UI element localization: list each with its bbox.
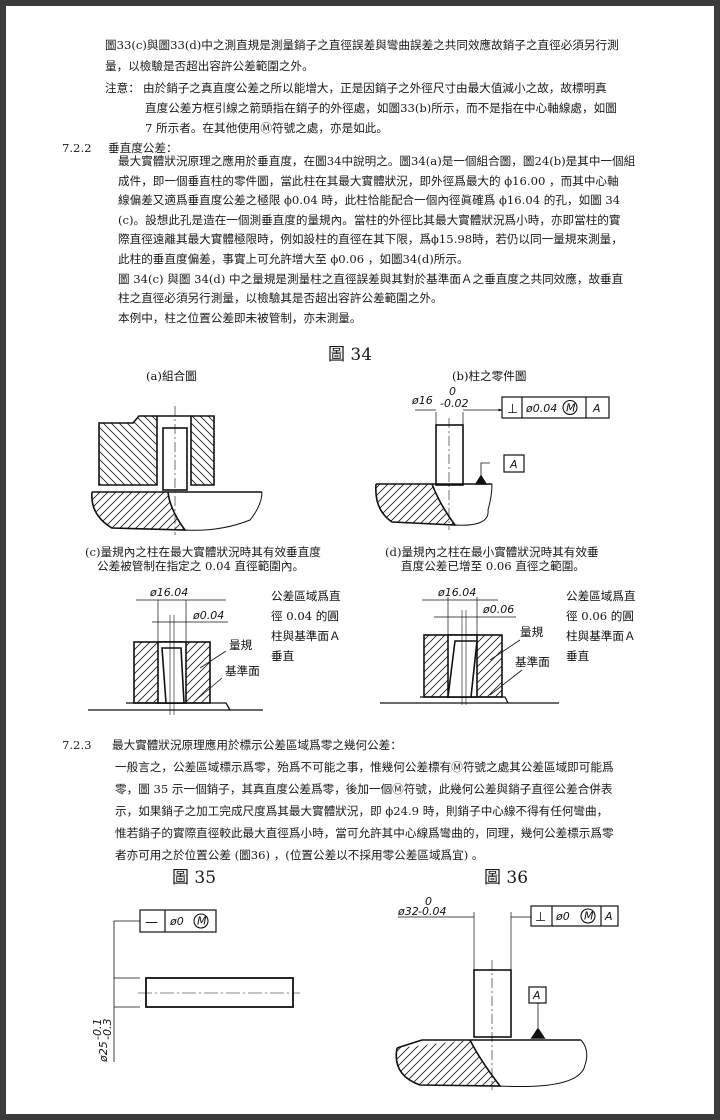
figure-35-title: 圖 35: [172, 868, 217, 888]
dimension-zone: ø0.04: [192, 609, 224, 622]
figure-34a-caption: (a)組合圖: [146, 369, 197, 383]
figure-34b-part: [375, 396, 610, 530]
datum-plane-label: 基準面: [225, 664, 260, 678]
body-line: 圖 34(c) 與圖 34(d) 中之量規是測量柱之直徑誤差與其對於基準面Ａ之垂…: [118, 272, 624, 286]
straightness-symbol: —: [145, 915, 158, 930]
fcf-tolerance: ø0: [169, 915, 184, 928]
section-title: 垂直度公差：: [108, 141, 178, 155]
body-line: 本例中，柱之位置公差即未被管制，亦未測量。: [118, 311, 362, 325]
gauge-label: 量規: [520, 625, 544, 639]
fcf-datum: A: [604, 910, 613, 923]
zone-note: 徑 0.06 的圓: [566, 609, 634, 623]
figure-34c-caption: (c)量規內之柱在最大實體狀況時其有效垂直度: [85, 545, 321, 559]
body-line: 此柱的垂直度偏差，事實上可允許增大至 ϕ0.06 ，如圖34(d)所示。: [118, 252, 469, 266]
dimension-nominal: ø32: [397, 905, 419, 918]
dimension-zone: ø0.06: [482, 603, 514, 616]
intro-line: 圖33(c)與圖33(d)中之測直規是測量銷子之直徑誤差與彎曲誤差之共同效應故銷…: [105, 38, 619, 52]
body-line: 柱之直徑必須另行測量，以檢驗其是否超出容許公差範圍之外。: [118, 291, 443, 305]
mmc-modifier-icon: M: [566, 402, 576, 415]
dimension-upper: -0.1: [91, 1019, 104, 1040]
zone-note: 公差區域爲直: [566, 589, 636, 603]
figure-34-title: 圖 34: [328, 345, 373, 365]
dimension-lower: -0.02: [440, 397, 468, 410]
body-line: 一般言之，公差區域標示爲零，殆爲不可能之事，惟幾何公差標有Ⓜ符號之處其公差區域即…: [115, 760, 614, 774]
dimension-upper: 0: [449, 385, 456, 398]
datum-label: A: [532, 989, 541, 1002]
note-line: 由於銷子之真直度公差之所以能增大，正是因銷子之外徑尺寸由最大值減小之故，故標明真: [143, 81, 607, 95]
zone-note: 徑 0.04 的圓: [271, 609, 339, 623]
body-line: (c)。設想此孔是造在一個測垂直度的量規內。當柱的外徑比其最大實體狀況爲小時，亦…: [118, 213, 621, 227]
body-line: 線偏差又適爲垂直度公差之極限 ϕ0.04 時，此柱恰能配合一個內徑眞確爲 ϕ16…: [118, 193, 621, 207]
dimension-lower: -0.3: [101, 1019, 114, 1040]
dimension-nominal: ø25: [97, 1041, 110, 1063]
figure-34c-gauge: [88, 599, 263, 715]
datum-label: A: [509, 458, 518, 471]
dimension-hole: ø16.04: [149, 586, 188, 599]
body-line: 零，圖 35 示一個銷子，其真直度公差爲零，後加一個Ⓜ符號，此幾何公差與銷子直徑…: [115, 782, 613, 796]
figure-34d-caption: (d)量規內之柱在最小實體狀況時其有效垂: [385, 545, 599, 559]
perpendicularity-symbol: ⊥: [535, 910, 546, 925]
mmc-modifier-icon: M: [584, 910, 594, 923]
mmc-modifier-icon: M: [197, 915, 207, 928]
section-number: 7.2.2: [62, 141, 92, 155]
body-line: 際直徑遠離其最大實體極限時，例如設柱的直徑在其下限，爲ϕ15.98時，若仍以同一…: [118, 232, 623, 246]
perpendicularity-symbol: ⊥: [507, 402, 518, 417]
datum-plane-label: 基準面: [515, 655, 550, 669]
gauge-label: 量規: [229, 638, 253, 652]
zone-note: 公差區域爲直: [271, 589, 341, 603]
note-line: 7 所示者。在其他使用Ⓜ符號之處，亦是如此。: [145, 121, 388, 135]
body-line: 惟若銷子的實際直徑較此最大直徑爲小時，當可允許其中心線爲彎曲的，同理，幾何公差標…: [115, 826, 614, 840]
section-title: 最大實體狀況原理應用於標示公差區域爲零之幾何公差：: [112, 738, 402, 752]
fcf-datum: A: [592, 402, 601, 415]
fcf-tolerance: ø0: [555, 910, 570, 923]
body-line: 示，如果銷子之加工完成尺度爲其最大實體狀況，即 ϕ24.9 時，則銷子中心線不得…: [115, 804, 609, 818]
figure-34d-gauge: [380, 597, 559, 705]
dimension-nominal: ø16: [411, 394, 433, 407]
intro-line: 量，以檢驗是否超出容許公差範圍之外。: [105, 59, 314, 73]
body-line: 最大實體狀況原理之應用於垂直度，在圖34中說明之。圖34(a)是一個組合圖，圖2…: [118, 154, 636, 168]
figure-34b-caption: (b)柱之零件圖: [452, 369, 526, 383]
note-line: 直度公差方框引線之箭頭指在銷子的外徑處，如圖33(b)所示，而不是指在中心軸線處…: [145, 101, 617, 115]
figure-34c-caption: 公差被管制在指定之 0.04 直徑範圍內。: [97, 559, 305, 573]
zone-note: 柱與基準面Ａ: [271, 629, 341, 643]
section-number: 7.2.3: [62, 738, 92, 752]
zone-note: 垂直: [566, 649, 590, 663]
figure-36-title: 圖 36: [484, 868, 529, 888]
zone-note: 垂直: [271, 649, 295, 663]
dimension-upper: 0: [425, 895, 432, 908]
zone-note: 柱與基準面Ａ: [566, 629, 636, 643]
dimension-hole: ø16.04: [437, 586, 476, 599]
figure-34d-caption: 直度公差已增至 0.06 直徑之範圍。: [401, 559, 585, 573]
dimension-lower: -0.04: [418, 905, 446, 918]
figure-34a-assembly: [91, 406, 263, 535]
fcf-tolerance: ø0.04: [525, 402, 557, 415]
note-label: 注意：: [105, 81, 140, 95]
figure-36-part: [395, 905, 619, 1090]
figure-35-pin: [113, 909, 300, 1062]
body-line: 者亦可用之於位置公差 (圖36) ，(位置公差以不採用零公差區域爲宜) 。: [115, 848, 484, 862]
body-line: 成件，即一個垂直柱的零件圖，當此柱在其最大實體狀況，即外徑爲最大的 ϕ16.00…: [118, 174, 619, 188]
